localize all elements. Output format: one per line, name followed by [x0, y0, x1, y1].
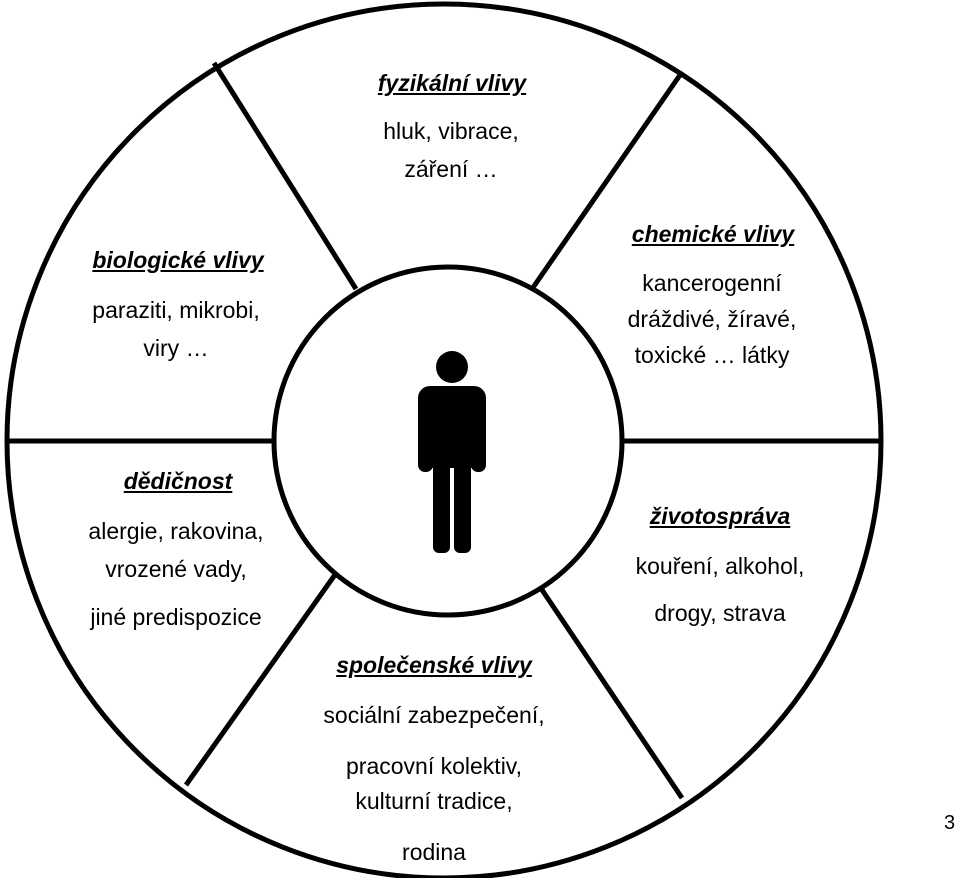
heredity-line-2: vrozené vady, — [105, 556, 247, 582]
social-line-4: rodina — [402, 839, 466, 865]
person-icon — [418, 351, 486, 553]
lifestyle-line-2: drogy, strava — [654, 600, 786, 626]
divider-bottom-left — [183, 560, 347, 787]
page-number: 3 — [944, 812, 956, 834]
physical-line-2: záření … — [404, 156, 498, 182]
biological-title: biologické vlivy — [92, 247, 264, 273]
lifestyle-title: životospráva — [649, 503, 791, 529]
biological-line-1: paraziti, mikrobi, — [92, 297, 260, 323]
divider-bottom-right — [529, 573, 685, 800]
social-line-2: pracovní kolektiv, — [346, 753, 522, 779]
heredity-line-3: jiné predispozice — [90, 604, 262, 630]
social-line-3: kulturní tradice, — [355, 788, 513, 814]
chemical-line-2: dráždivé, žíravé, — [627, 306, 797, 332]
heredity-line-1: alergie, rakovina, — [88, 518, 264, 544]
chemical-line-1: kancerogenní — [642, 270, 782, 296]
physical-title: fyzikální vlivy — [377, 70, 527, 96]
lifestyle-line-1: kouření, alkohol, — [635, 553, 805, 579]
biological-line-2: viry … — [143, 335, 209, 361]
chemical-title: chemické vlivy — [631, 221, 795, 247]
physical-line-1: hluk, vibrace, — [383, 118, 519, 144]
chemical-line-3: toxické … látky — [634, 342, 790, 368]
heredity-title: dědičnost — [123, 468, 233, 494]
divider-top-right — [529, 73, 683, 291]
social-line-1: sociální zabezpečení, — [323, 702, 545, 728]
social-title: společenské vlivy — [336, 652, 532, 678]
divider-top-left — [211, 61, 359, 291]
